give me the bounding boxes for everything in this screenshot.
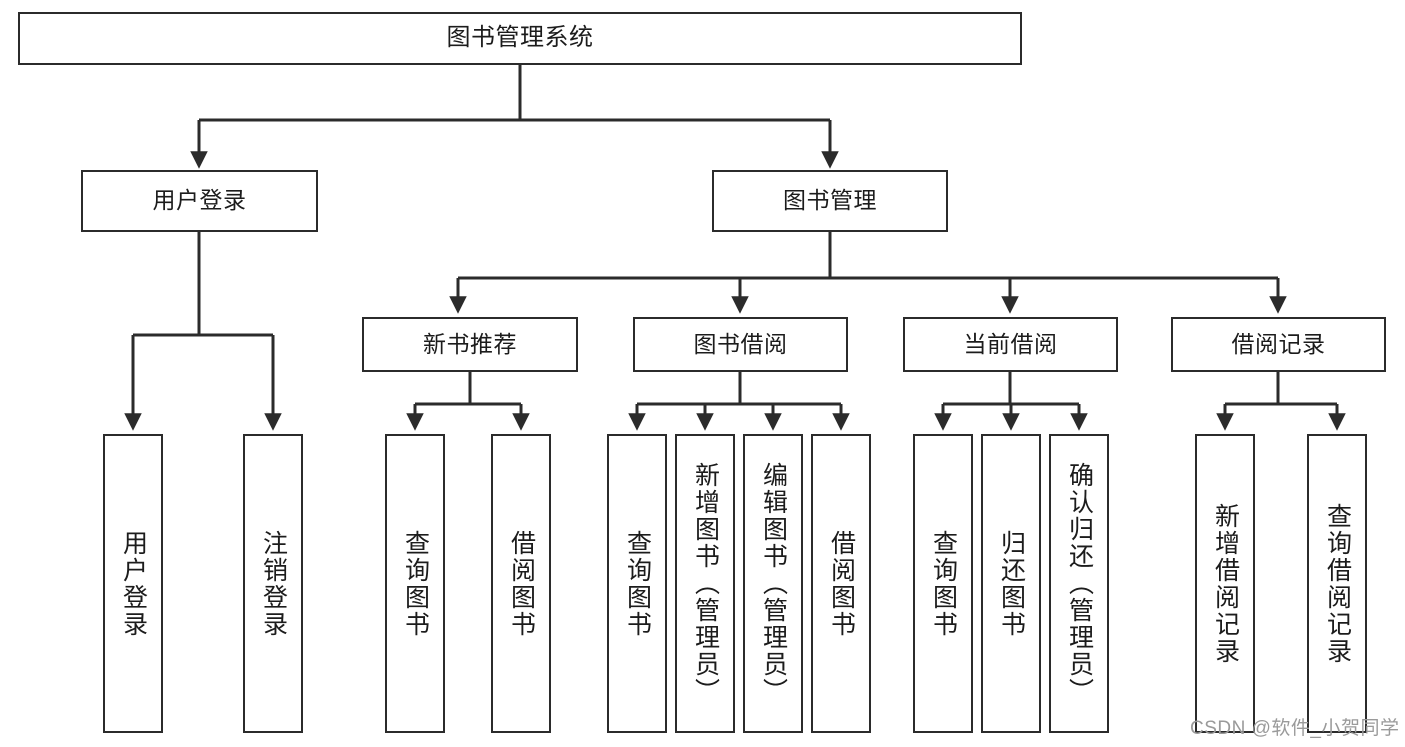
node-leaf-edit-book[interactable]: 编辑图书（管理员） [743,434,803,733]
node-new-book-recommend[interactable]: 新书推荐 [362,317,578,372]
node-label: 查询图书 [623,529,652,638]
node-label: 借阅记录 [1231,330,1326,357]
node-label: 确认归还（管理员） [1065,462,1094,705]
node-leaf-query-record[interactable]: 查询借阅记录 [1307,434,1367,733]
node-label: 注销登录 [259,529,288,638]
node-leaf-query-book-1[interactable]: 查询图书 [385,434,445,733]
node-user-login[interactable]: 用户登录 [81,170,318,232]
node-label: 查询借阅记录 [1323,502,1352,665]
node-leaf-logout-login[interactable]: 注销登录 [243,434,303,733]
node-label: 借阅图书 [507,529,536,638]
node-leaf-borrow-book-1[interactable]: 借阅图书 [491,434,551,733]
node-leaf-borrow-book-2[interactable]: 借阅图书 [811,434,871,733]
node-label: 查询图书 [401,529,430,638]
node-label: 当前借阅 [963,330,1058,357]
node-book-management-system[interactable]: 图书管理系统 [18,12,1022,65]
node-leaf-user-login[interactable]: 用户登录 [103,434,163,733]
node-label: 新增图书（管理员） [691,462,720,705]
node-label: 归还图书 [997,529,1026,638]
node-leaf-query-book-2[interactable]: 查询图书 [607,434,667,733]
node-label: 图书管理系统 [446,24,594,52]
node-label: 用户登录 [152,187,247,214]
node-leaf-confirm-return[interactable]: 确认归还（管理员） [1049,434,1109,733]
node-label: 图书管理 [783,187,877,214]
node-label: 新书推荐 [423,330,517,357]
node-label: 编辑图书（管理员） [759,462,788,705]
node-leaf-add-book[interactable]: 新增图书（管理员） [675,434,735,733]
node-label: 查询图书 [929,529,958,638]
node-book-management[interactable]: 图书管理 [712,170,948,232]
node-label: 新增借阅记录 [1211,502,1240,665]
node-label: 图书借阅 [693,330,788,357]
node-book-borrow[interactable]: 图书借阅 [633,317,848,372]
node-leaf-query-book-3[interactable]: 查询图书 [913,434,973,733]
node-leaf-add-record[interactable]: 新增借阅记录 [1195,434,1255,733]
node-label: 借阅图书 [827,529,856,638]
node-leaf-return-book[interactable]: 归还图书 [981,434,1041,733]
node-borrow-record[interactable]: 借阅记录 [1171,317,1386,372]
node-current-borrow[interactable]: 当前借阅 [903,317,1118,372]
node-label: 用户登录 [119,529,148,638]
